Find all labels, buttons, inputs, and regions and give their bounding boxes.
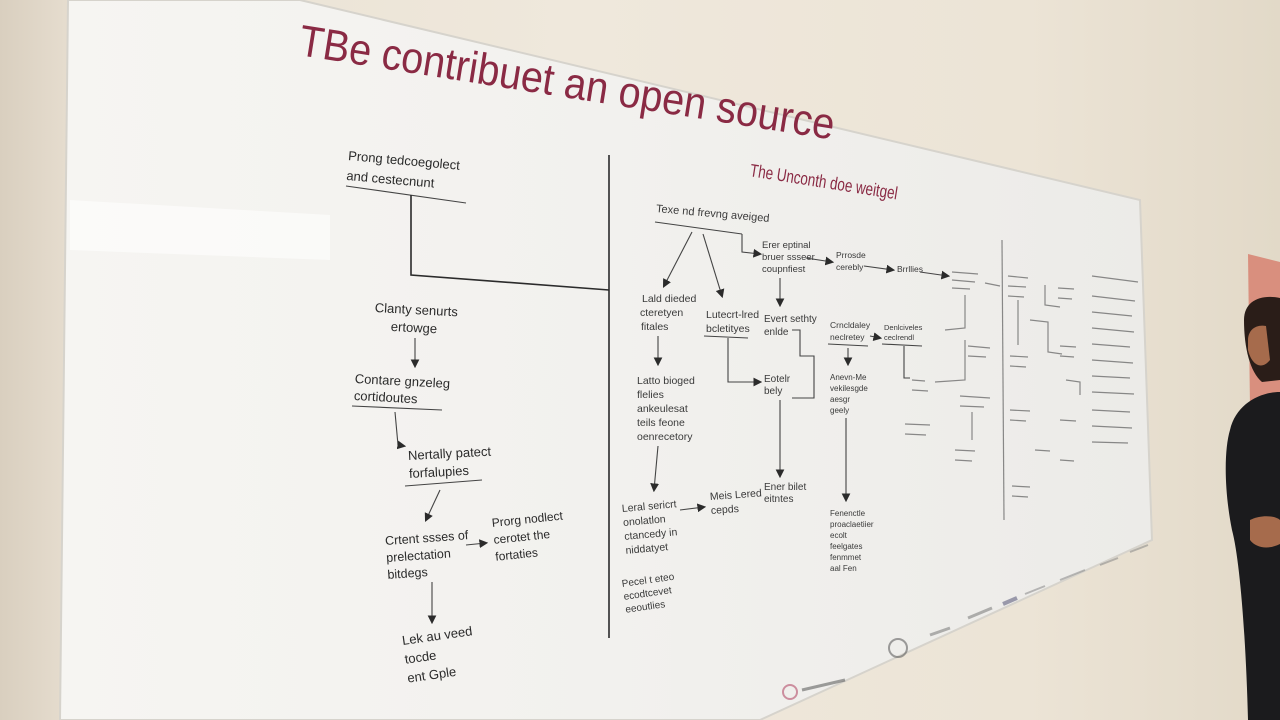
svg-text:Evert sethty enlde: Evert sethty enlde [764, 314, 820, 338]
connector-col5b [903, 346, 910, 379]
arrow-col2a-col3c [727, 338, 763, 387]
mid-col3-b: Evert sethty enlde [764, 314, 820, 338]
svg-text:Lutecrt-lred bcletityes: Lutecrt-lred bcletityes [706, 309, 762, 335]
logo-mark-1 [782, 684, 798, 700]
mid-col4-c: Anevn-Me vekilesgde aesgr geely [830, 373, 870, 415]
arrow-col3a-col4a [805, 256, 835, 266]
svg-text:Leral sericrt onolatlon: Leral sericrt onolatlon ctancedy in nidd… [621, 498, 683, 557]
arrow-col4b-col5b [869, 332, 883, 342]
arrow-col4a-col5a [863, 264, 896, 274]
mid-col1-b: Latto bioged flelies ankeulesat teils fe… [637, 375, 698, 443]
whiteboard-glare [70, 200, 330, 260]
mid-col5-a: Brrllies [897, 264, 923, 274]
mid-col1-a: Lald dieded cteretyen fitales [640, 293, 699, 333]
svg-text:Anevn-Me vekilesgde: Anevn-Me vekilesgde aesgr geely [830, 373, 870, 415]
svg-text:Latto bioged flelies: Latto bioged flelies ankeulesat teils fe… [637, 375, 698, 443]
svg-text:Crncldaley neclretey: Crncldaley neclretey [830, 320, 873, 342]
arrow-header-col3 [741, 234, 763, 258]
svg-text:Ener bilet eitntes: Ener bilet eitntes [764, 482, 809, 505]
svg-text:Eotelr bely: Eotelr bely [764, 374, 793, 397]
svg-text:Contare gnzeleg cortidou: Contare gnzeleg cortidoutes [354, 371, 455, 408]
svg-text:Clanty senurts ertowge: Clanty senurts ertowge [374, 300, 462, 337]
mid-col4-b: Crncldaley neclretey [827, 320, 873, 347]
arrow-header-col1 [662, 231, 693, 288]
mid-col5-b: Denlciveles ceclrendl [881, 323, 924, 347]
arrow-col5a-right [919, 270, 951, 280]
svg-text:Denlciveles ceclrendl: Denlciveles ceclrendl [884, 323, 924, 342]
svg-text:Fenenctle proaclaetiier: Fenenctle proaclaetiier ecolt feelgates … [830, 509, 876, 573]
mid-col2-b: Meis Lered cepds [710, 487, 767, 517]
arrow-col1c-col2b [679, 503, 707, 513]
arrow-col1b-col1c [650, 445, 659, 493]
far-right-diagram [904, 239, 1139, 521]
whiteboard-surface [58, 0, 1154, 720]
left-step3: Nertally patect forfalupies [404, 443, 496, 487]
person-silhouette [1225, 296, 1280, 720]
logo-mark-2 [888, 638, 908, 658]
board-footer-logos [782, 544, 1149, 700]
svg-text:Prrosde cerebly: Prrosde cerebly [836, 250, 868, 272]
mid-col3-a: Erer eptinal bruer ssseer coupnfiest [762, 240, 817, 275]
mid-col1-c: Leral sericrt onolatlon ctancedy in nidd… [621, 498, 683, 557]
svg-text:Meis Lered cepds: Meis Lered cepds [710, 487, 767, 517]
arrow-header-col2 [702, 233, 725, 299]
svg-text:Crtent ssses of prelecta: Crtent ssses of prelectation bitdegs [385, 528, 475, 582]
mid-col4-a: Prrosde cerebly [836, 250, 868, 272]
arrow-step3-step4 [424, 489, 441, 522]
svg-text:Nertally patect forfalup: Nertally patect forfalupies [408, 443, 496, 480]
svg-text:Lald dieded cteretyen: Lald dieded cteretyen fitales [640, 293, 699, 333]
left-connector-top [410, 195, 610, 291]
connector-col3b-col3c [792, 329, 815, 399]
arrow-step4-side [465, 539, 489, 549]
mid-col3-c: Eotelr bely [764, 374, 793, 397]
svg-text:Brrllies: Brrllies [897, 264, 923, 274]
wall-left-edge [0, 0, 70, 720]
arrow-step2-step3 [394, 411, 407, 450]
svg-text:Erer eptinal bruer sssee: Erer eptinal bruer ssseer coupnfiest [762, 240, 817, 275]
mid-col2-a: Lutecrt-lred bcletityes [703, 309, 762, 339]
left-step1: Clanty senurts ertowge [374, 300, 462, 337]
left-step2: Contare gnzeleg cortidoutes [351, 371, 455, 411]
left-step4: Crtent ssses of prelectation bitdegs [385, 528, 475, 582]
mid-col3-d: Ener bilet eitntes [764, 482, 809, 505]
mid-col4-d: Fenenctle proaclaetiier ecolt feelgates … [830, 509, 876, 573]
